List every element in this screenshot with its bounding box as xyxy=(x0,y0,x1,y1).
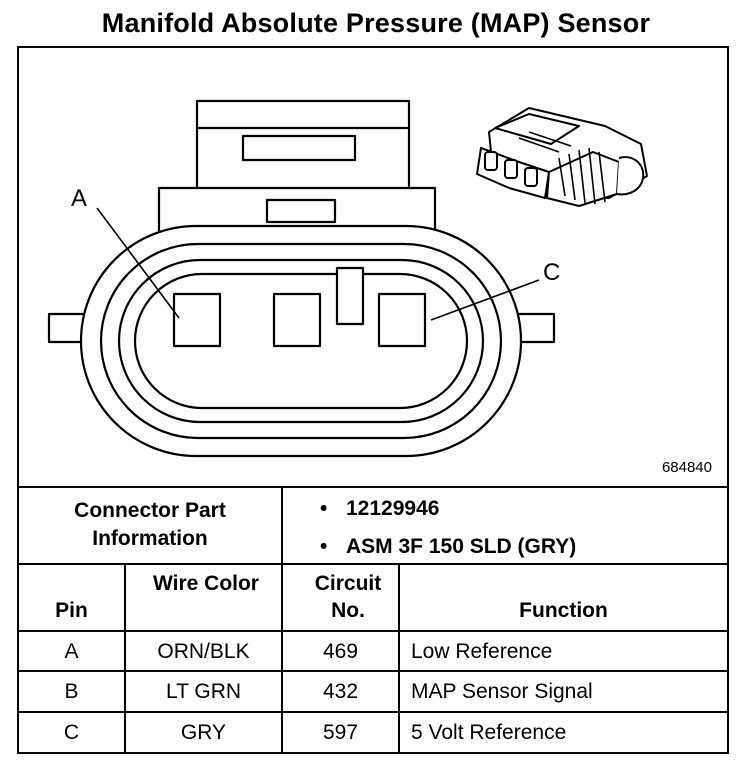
leader-line-a xyxy=(96,207,180,319)
table-rule xyxy=(17,670,729,672)
connector-part-info-label: Connector Part Information xyxy=(74,499,226,550)
diagram-frame xyxy=(17,46,729,754)
figure-reference-number: 684840 xyxy=(661,459,712,476)
table-col-divider xyxy=(398,563,400,754)
table-row: C GRY 597 5 Volt Reference xyxy=(19,713,727,753)
key-slot xyxy=(335,266,365,326)
page-title: Manifold Absolute Pressure (MAP) Sensor xyxy=(101,8,651,38)
table-rule xyxy=(17,630,729,632)
connector-latch xyxy=(157,99,437,240)
header-pin: Pin xyxy=(55,599,88,622)
pin-cavity-b xyxy=(272,292,322,348)
cell-wire-color: GRY xyxy=(180,721,227,744)
cell-pin: B xyxy=(64,680,79,703)
cell-wire-color: ORN/BLK xyxy=(157,640,250,663)
cell-circuit: 597 xyxy=(322,721,359,744)
list-item: •12129946 xyxy=(320,497,440,520)
connector-illustration xyxy=(476,107,648,207)
header-circuit-no: Circuit No. xyxy=(314,572,382,622)
pin-cavity-c xyxy=(377,292,427,348)
table-col-divider xyxy=(124,563,126,754)
header-wire-color: Wire Color xyxy=(153,572,259,595)
pin-label-c: C xyxy=(543,259,560,286)
table-row: B LT GRN 432 MAP Sensor Signal xyxy=(19,672,727,712)
connector-diagram: A C xyxy=(47,99,648,458)
cell-circuit: 432 xyxy=(322,680,359,703)
table-rule xyxy=(17,711,729,713)
header-function: Function xyxy=(519,599,608,622)
table-rule xyxy=(17,563,729,565)
cell-function: Low Reference xyxy=(411,640,553,663)
table-col-divider xyxy=(281,486,283,754)
leader-line-c xyxy=(430,279,540,321)
table-rule-top xyxy=(17,486,729,488)
pin-cavity-a xyxy=(172,292,222,348)
cell-wire-color: LT GRN xyxy=(165,680,242,703)
table-row: A ORN/BLK 469 Low Reference xyxy=(19,632,727,672)
cell-pin: A xyxy=(64,640,79,663)
cell-function: MAP Sensor Signal xyxy=(411,680,593,703)
cell-function: 5 Volt Reference xyxy=(411,721,567,744)
connector-part-list: •12129946 •ASM 3F 150 SLD (GRY) xyxy=(320,492,576,568)
pin-label-a: A xyxy=(71,185,87,212)
cell-circuit: 469 xyxy=(322,640,359,663)
cell-pin: C xyxy=(63,721,80,744)
list-item: •ASM 3F 150 SLD (GRY) xyxy=(320,535,577,558)
